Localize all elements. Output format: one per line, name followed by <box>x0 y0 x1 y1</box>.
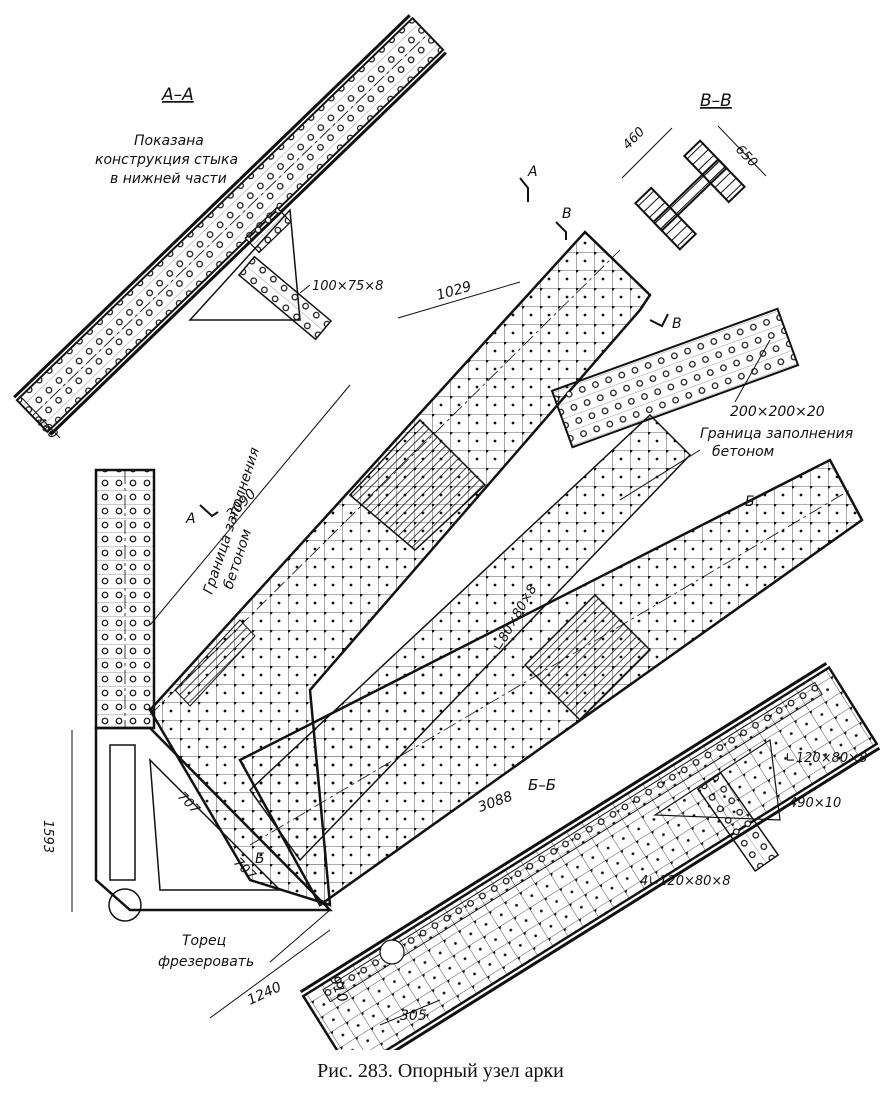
dim-120x80x8: ∟120×80×8 <box>785 751 867 766</box>
dim-490x10: 490×10 <box>789 796 841 811</box>
section-aa-title: А–А <box>161 85 194 105</box>
end-milling-line-2: фрезеровать <box>158 954 254 970</box>
dim-100x75x8: 100×75×8 <box>312 279 383 294</box>
figure-caption: Рис. 283. Опорный узел арки <box>317 1060 564 1082</box>
dim-460-vv: 460 <box>620 124 648 152</box>
section-vv-profile <box>633 139 747 251</box>
cut-v-right: В <box>672 316 682 332</box>
dim-1593: 1593 <box>40 820 55 853</box>
section-vv-title: В–В <box>700 91 732 111</box>
cut-a-top: А <box>527 164 538 180</box>
end-milling-line-1: Торец <box>182 933 226 949</box>
cut-b-right: Б <box>745 494 755 510</box>
dim-4x120x80x8: 4∟120×80×8 <box>640 874 731 889</box>
dim-1029: 1029 <box>435 279 474 304</box>
main-arch-member <box>148 230 864 907</box>
concrete-boundary-2-line-1: Граница заполнения <box>700 426 853 442</box>
section-bb-view <box>299 662 881 1050</box>
concrete-boundary-2-line-2: бетоном <box>712 444 775 460</box>
cut-v-top: В <box>562 206 572 222</box>
arch-support-node-drawing: А–А Показана конструкция стыка в нижней … <box>13 14 881 1050</box>
cut-b-bottom: Б <box>255 851 265 867</box>
cut-a-left: А <box>185 511 196 527</box>
base-shoe <box>94 726 333 922</box>
note-line-2: конструкция стыка <box>95 152 238 168</box>
dim-200x200x20: 200×200×20 <box>730 404 825 420</box>
dim-1240: 1240 <box>245 979 284 1009</box>
dim-3088: 3088 <box>476 789 515 816</box>
section-bb-title: Б–Б <box>528 776 556 794</box>
dim-305: 305 <box>400 1008 427 1024</box>
note-line-3: в нижней части <box>110 171 227 187</box>
section-aa-view <box>13 14 447 436</box>
dim-650: 650 <box>732 142 760 170</box>
left-vertical-member <box>94 468 156 730</box>
note-line-1: Показана <box>134 133 204 149</box>
